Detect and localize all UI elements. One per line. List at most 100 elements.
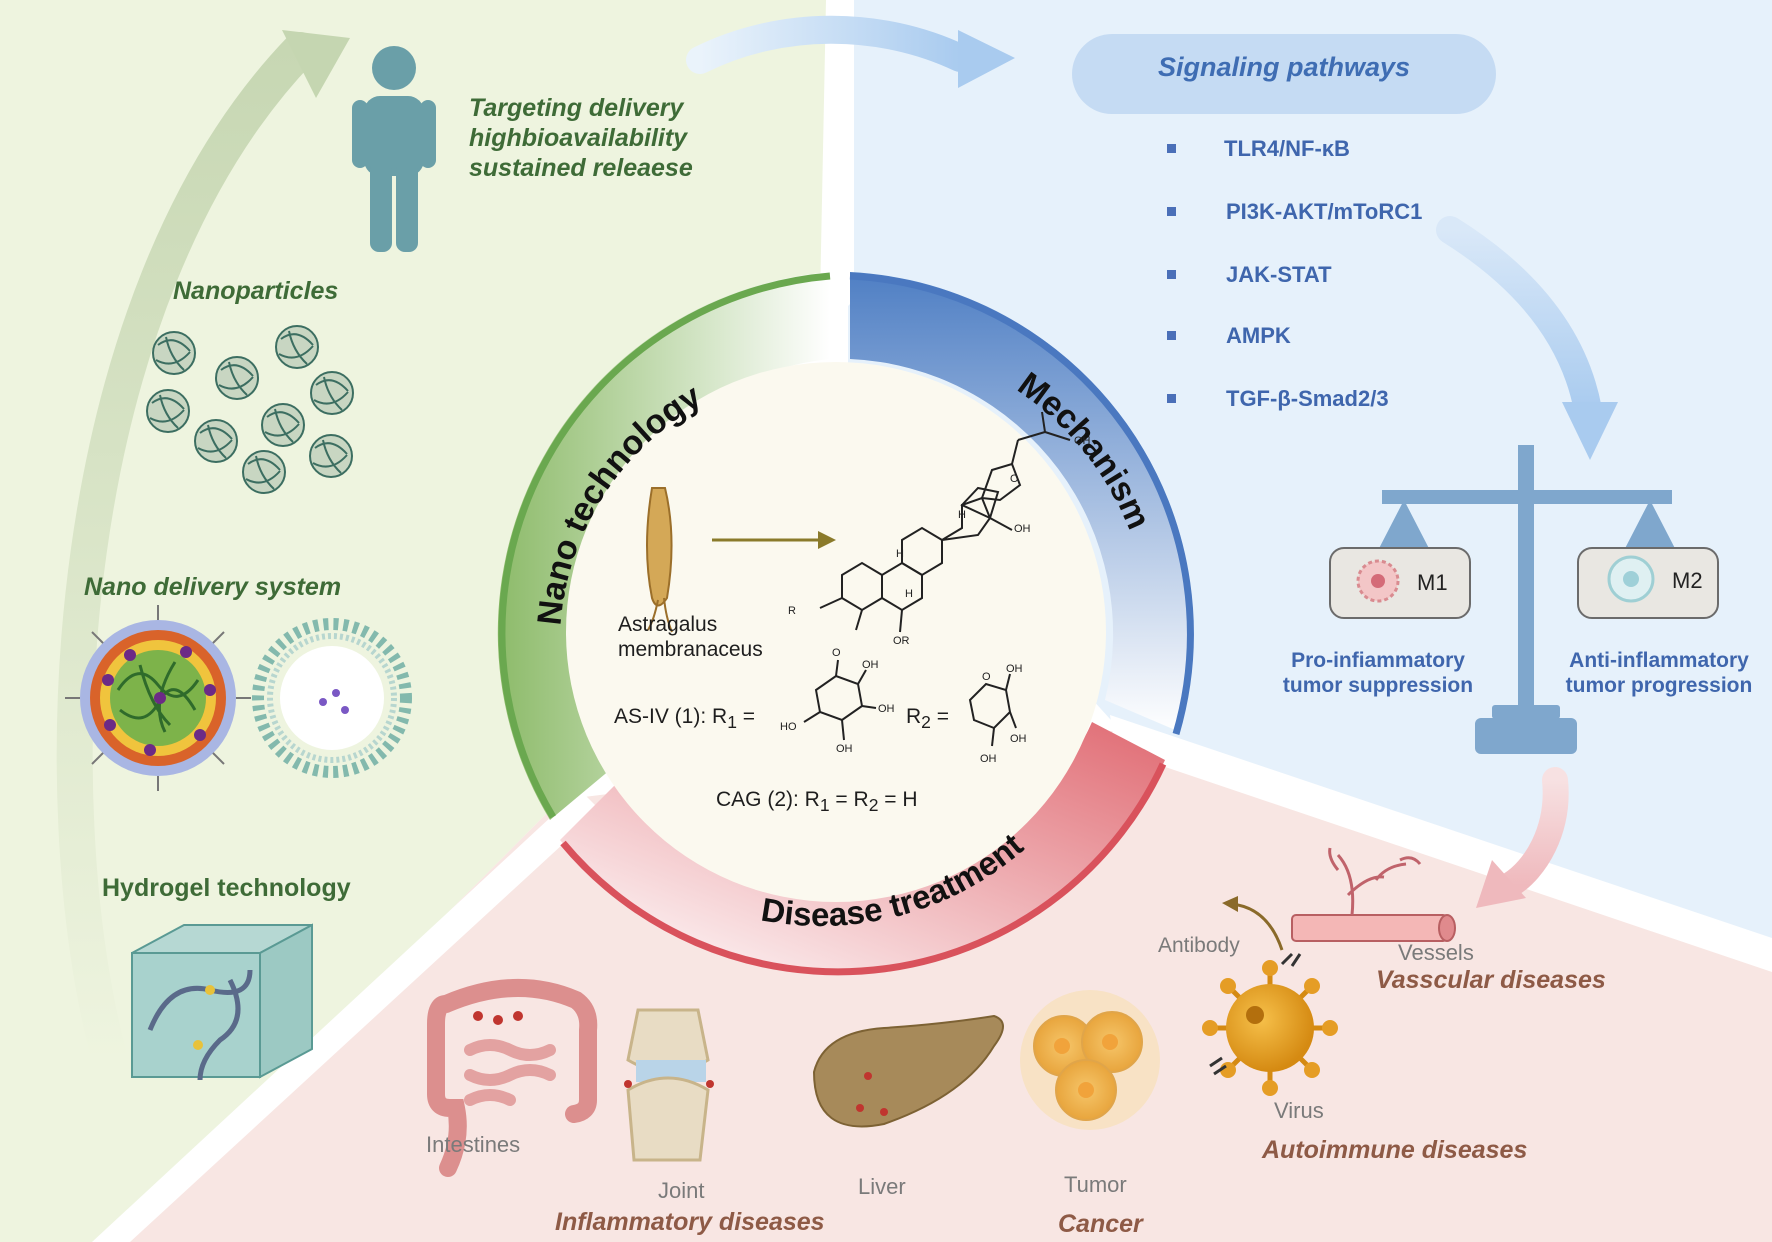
- ring-mechanism-arc: [850, 272, 1194, 732]
- joint-icon: [624, 1008, 714, 1162]
- separator-right: [1110, 715, 1772, 972]
- svg-text:OH: OH: [1010, 733, 1027, 745]
- antibody-label: Antibody: [1158, 934, 1240, 957]
- cag-sub1: 1: [819, 795, 830, 816]
- astragalus-line-1: Astragalus: [618, 613, 718, 636]
- ring-disease-outline: [560, 762, 1167, 976]
- pathway-jak: JAK-STAT: [1226, 262, 1332, 287]
- pathway-bullet: [1167, 331, 1176, 340]
- conversion-arrow: [712, 531, 836, 549]
- svg-text:OH: OH: [878, 703, 895, 715]
- r2-formula: R2 =: [906, 705, 949, 733]
- signaling-pathways-pill: [1072, 34, 1496, 114]
- r2-eq: =: [930, 705, 950, 728]
- hydrogel-icon: [131, 923, 313, 1081]
- vessel-icon: [1291, 847, 1456, 942]
- as-iv-eq: =: [736, 705, 756, 728]
- m1-label: M1: [1417, 570, 1448, 595]
- anti-line-2: tumor progression: [1565, 674, 1753, 697]
- tumor-icon: [1020, 990, 1160, 1130]
- svg-text:OH: OH: [1074, 435, 1091, 447]
- svg-text:O: O: [1010, 473, 1019, 485]
- pro-line-2: tumor suppression: [1282, 674, 1474, 697]
- svg-text:HO: HO: [780, 721, 797, 733]
- flow-arrow-right-head: [1562, 402, 1618, 460]
- tumor-label: Tumor: [1064, 1172, 1127, 1197]
- astragalus-label: Astragalus membranaceus: [618, 612, 763, 662]
- astragaloside-structure: [819, 411, 1071, 633]
- flow-arrow-pink-head: [1476, 860, 1526, 908]
- structure-labels: OH OH O R OR H H H: [788, 435, 1091, 647]
- sugar-r2-labels: OH OH OH O: [980, 663, 1027, 765]
- vessels-label: Vessels: [1398, 940, 1474, 965]
- virus-icon: [1202, 952, 1338, 1096]
- cag-tail: = R: [835, 788, 869, 811]
- cag-end: = H: [884, 788, 918, 811]
- svg-text:OH: OH: [862, 659, 879, 671]
- benefit-sustained: sustained releaese: [469, 154, 693, 182]
- r2-text: R: [906, 705, 922, 728]
- benefit-targeting: Targeting delivery: [469, 94, 684, 122]
- liposome-icon: [252, 618, 412, 778]
- pathway-tlr4: TLR4/NF-κB: [1224, 136, 1350, 161]
- cag-sub2: 2: [868, 795, 879, 816]
- svg-text:O: O: [982, 671, 991, 683]
- r2-sub: 2: [921, 712, 931, 733]
- svg-text:R: R: [788, 605, 796, 617]
- svg-text:OR: OR: [893, 635, 910, 647]
- anti-inflammatory-label: Anti-inflammatory tumor progression: [1546, 648, 1772, 698]
- inflammatory-diseases-label: Inflammatory diseases: [555, 1208, 825, 1236]
- nanoparticles-icon: [146, 325, 354, 494]
- cancer-label: Cancer: [1058, 1210, 1143, 1238]
- signaling-pathways-title: Signaling pathways: [1157, 52, 1411, 82]
- liver-icon: [812, 1014, 1004, 1128]
- vascular-diseases-label: Vasscular diseases: [1376, 966, 1606, 994]
- intestines-icon: [427, 979, 598, 1177]
- svg-text:H: H: [905, 588, 913, 600]
- pro-inflammatory-label: Pro-infiammatory tumor suppression: [1258, 648, 1498, 698]
- as-iv-formula: AS-IV (1): R1 =: [614, 705, 755, 733]
- benefit-bioavailability: highbioavailability: [469, 124, 688, 152]
- flow-arrow-left: [56, 32, 318, 1078]
- antibody-arrow: [1222, 896, 1284, 951]
- pathway-pi3k: PI3K-AKT/mToRC1: [1226, 199, 1423, 224]
- separator-bottom-left: [92, 790, 600, 1242]
- flow-arrow-right: [1436, 216, 1602, 424]
- flow-arrow-left-head: [282, 30, 350, 98]
- anti-line-1: Anti-inflammatory: [1569, 649, 1749, 672]
- sugar-r1-structure: [803, 659, 877, 741]
- svg-text:H: H: [896, 548, 904, 560]
- autoimmune-diseases-label: Autoimmune diseases: [1262, 1136, 1528, 1164]
- virus-label: Virus: [1274, 1098, 1324, 1123]
- liver-label: Liver: [858, 1174, 906, 1199]
- as-iv-sub: 1: [727, 712, 737, 733]
- flow-arrow-top-head: [958, 30, 1015, 88]
- astragalus-root-icon: [646, 487, 673, 633]
- ring-mechanism-outline: [849, 272, 1194, 735]
- as-iv-text: AS-IV (1): R: [614, 705, 728, 728]
- flow-arrow-pink: [1497, 767, 1569, 898]
- cag-text: CAG (2): R: [716, 788, 820, 811]
- hydrogel-label: Hydrogel technology: [102, 874, 351, 902]
- nanoparticles-label: Nanoparticles: [173, 277, 339, 305]
- nano-delivery-label: Nano delivery system: [84, 573, 342, 601]
- svg-text:OH: OH: [980, 753, 997, 765]
- separator-left: [820, 0, 854, 320]
- svg-text:OH: OH: [1006, 663, 1023, 675]
- pathway-bullet: [1167, 207, 1176, 216]
- m2-label: M2: [1672, 568, 1703, 593]
- pro-line-1: Pro-infiammatory: [1291, 649, 1465, 672]
- pathway-bullet: [1167, 144, 1176, 153]
- person-icon: [352, 46, 436, 252]
- m1-box: [1329, 547, 1471, 619]
- flow-arrow-top: [686, 15, 974, 74]
- sugar-r1-labels: OH OH OH HO O: [780, 647, 895, 755]
- pathway-ampk: AMPK: [1226, 323, 1291, 348]
- svg-text:O: O: [832, 647, 841, 659]
- intestines-label: Intestines: [426, 1132, 521, 1157]
- sugar-r2-structure: [968, 673, 1017, 747]
- pathway-tgf: TGF-β-Smad2/3: [1226, 386, 1389, 411]
- ring-nano-outline: [498, 272, 831, 819]
- astragalus-line-2: membranaceus: [618, 638, 763, 661]
- center-disc: [566, 362, 1106, 902]
